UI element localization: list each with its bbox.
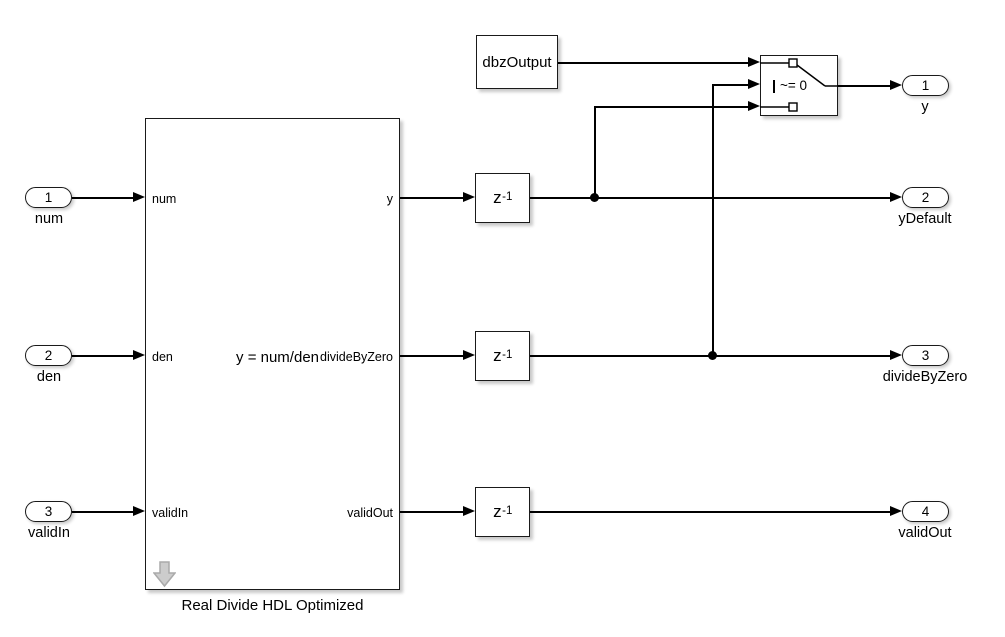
inport-den-number: 2 bbox=[44, 348, 53, 363]
main-block-port-validout: validOut bbox=[347, 506, 393, 520]
dbzoutput-constant-block[interactable]: dbzOutput bbox=[476, 35, 558, 89]
arrowhead-validout-to-delay bbox=[463, 506, 475, 516]
outport-dividebyzero-number: 3 bbox=[921, 348, 930, 363]
signal-line-den[interactable] bbox=[72, 355, 134, 357]
arrowhead-switch-input3 bbox=[748, 101, 760, 111]
switch-port-square-top bbox=[788, 58, 798, 68]
outport-y-number: 1 bbox=[921, 78, 930, 93]
signal-line-switch-to-y[interactable] bbox=[838, 85, 891, 87]
signal-line-dbzoutput[interactable] bbox=[558, 62, 748, 64]
outport-validout[interactable]: 4 bbox=[902, 501, 949, 522]
switch-threshold-tick bbox=[773, 80, 775, 93]
arrowhead-dividebyzero bbox=[890, 350, 902, 360]
arrowhead-ydefault bbox=[890, 192, 902, 202]
inport-num[interactable]: 1 bbox=[25, 187, 72, 208]
delay-block-validout[interactable]: z-1 bbox=[475, 487, 530, 537]
delay-block-validout-label: z-1 bbox=[493, 502, 513, 521]
inport-validin-number: 3 bbox=[44, 504, 53, 519]
outport-dividebyzero[interactable]: 3 bbox=[902, 345, 949, 366]
delay-block-y[interactable]: z-1 bbox=[475, 173, 530, 223]
signal-line-validout-to-delay[interactable] bbox=[400, 511, 464, 513]
inport-num-label: num bbox=[34, 211, 64, 227]
switch-block-graphic bbox=[760, 58, 838, 112]
signal-line-dividebyzero-to-delay[interactable] bbox=[400, 355, 464, 357]
inport-validin-label: validIn bbox=[28, 525, 70, 541]
outport-ydefault-number: 2 bbox=[921, 190, 930, 205]
main-block-port-y: y bbox=[386, 192, 393, 206]
real-divide-hdl-optimized-block[interactable]: num den validIn y divideByZero validOut … bbox=[145, 118, 400, 590]
arrowhead-validin bbox=[133, 506, 145, 516]
arrowhead-y-to-delay bbox=[463, 192, 475, 202]
delay-block-dividebyzero-label: z-1 bbox=[493, 346, 513, 365]
outport-ydefault-label: yDefault bbox=[898, 211, 952, 227]
outport-y-label: y bbox=[921, 99, 929, 115]
switch-block[interactable]: ~= 0 bbox=[760, 55, 838, 116]
delay-block-dividebyzero[interactable]: z-1 bbox=[475, 331, 530, 381]
main-block-port-dividebyzero: divideByZero bbox=[320, 350, 393, 364]
arrowhead-num bbox=[133, 192, 145, 202]
inport-validin[interactable]: 3 bbox=[25, 501, 72, 522]
arrowhead-dividebyzero-to-delay bbox=[463, 350, 475, 360]
inport-num-number: 1 bbox=[44, 190, 53, 205]
signal-line-y-to-delay[interactable] bbox=[400, 197, 464, 199]
signal-line-num[interactable] bbox=[72, 197, 134, 199]
branch-line-ydelay-vertical[interactable] bbox=[594, 106, 596, 198]
signal-line-delay-to-validout[interactable] bbox=[530, 511, 891, 513]
outport-dividebyzero-label: divideByZero bbox=[882, 369, 968, 385]
junction-dot-dividebyzero bbox=[708, 351, 717, 360]
main-block-port-validin: validIn bbox=[152, 506, 189, 520]
outport-validout-number: 4 bbox=[921, 504, 930, 519]
branch-line-dividebyzero-horizontal[interactable] bbox=[712, 84, 748, 86]
branch-line-ydelay-horizontal[interactable] bbox=[594, 106, 748, 108]
delay-block-y-label: z-1 bbox=[493, 188, 513, 207]
dbzoutput-label: dbzOutput bbox=[482, 53, 552, 71]
arrowhead-switch-input1 bbox=[748, 57, 760, 67]
arrowhead-validout bbox=[890, 506, 902, 516]
branch-line-dividebyzero-vertical[interactable] bbox=[712, 84, 714, 356]
signal-line-validin[interactable] bbox=[72, 511, 134, 513]
switch-criteria-label: ~= 0 bbox=[780, 78, 808, 93]
junction-dot-ydelay bbox=[590, 193, 599, 202]
outport-y[interactable]: 1 bbox=[902, 75, 949, 96]
switch-selector-diagonal bbox=[796, 64, 826, 87]
arrowhead-y bbox=[890, 80, 902, 90]
outport-validout-label: validOut bbox=[898, 525, 952, 541]
signal-line-delay-to-ydefault[interactable] bbox=[530, 197, 891, 199]
inport-den-label: den bbox=[36, 369, 62, 385]
arrowhead-den bbox=[133, 350, 145, 360]
inport-den[interactable]: 2 bbox=[25, 345, 72, 366]
main-block-equation: y = num/den bbox=[236, 349, 319, 366]
main-block-port-num: num bbox=[152, 192, 177, 206]
main-block-port-den: den bbox=[152, 350, 173, 364]
switch-port-square-bottom bbox=[788, 102, 798, 112]
main-block-name: Real Divide HDL Optimized bbox=[181, 597, 364, 614]
outport-ydefault[interactable]: 2 bbox=[902, 187, 949, 208]
arrowhead-switch-control bbox=[748, 79, 760, 89]
variant-down-arrow-icon[interactable] bbox=[153, 561, 176, 588]
